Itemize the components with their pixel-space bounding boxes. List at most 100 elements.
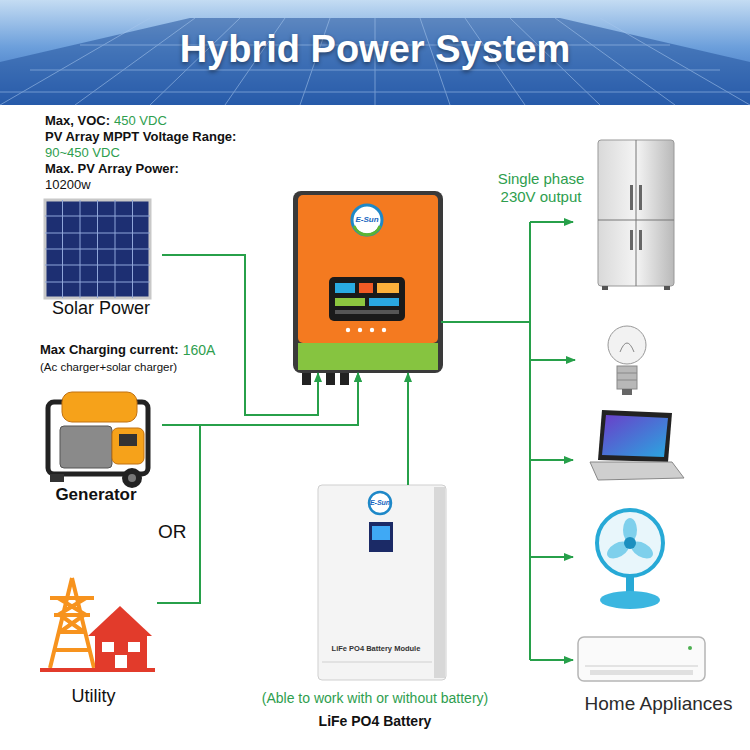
appliance-pictures [636, 220, 637, 286]
banner [0, 18, 750, 105]
appliance-pictures [617, 380, 637, 381]
utility-picture [40, 668, 155, 672]
note-label: (Ac charger+solar charger) [40, 361, 177, 374]
appliance-pictures [630, 185, 633, 210]
appliance-pictures [600, 591, 660, 609]
output-branch-lines [529, 222, 531, 660]
banner [0, 0, 750, 105]
appliance-pictures [622, 389, 632, 395]
utility-picture [40, 578, 155, 672]
power-connector [157, 373, 358, 603]
output-branch-lines [530, 459, 573, 461]
note-label: Max Charging current: [40, 343, 179, 358]
appliance-pictures [664, 286, 670, 290]
generator-picture [62, 392, 137, 422]
banner [0, 0, 750, 105]
inverter-picture [370, 328, 374, 332]
node-text: Utility [30, 686, 157, 707]
inverter-picture [358, 328, 362, 332]
output-branch-lines [530, 659, 573, 661]
appliance-pictures [602, 415, 668, 457]
utility-picture [88, 606, 152, 636]
appliance-pictures [590, 462, 684, 480]
node-text: Solar Power [40, 298, 162, 319]
solar-panel-picture [45, 249, 150, 250]
inverter-picture [359, 283, 373, 293]
inverter-picture [293, 191, 443, 373]
note-label: 450 VDC [114, 114, 167, 129]
power-connector [407, 373, 409, 485]
title-text: Hybrid Power System [0, 28, 750, 72]
battery-picture [369, 522, 393, 552]
output-branch-lines [530, 222, 573, 660]
appliance-pictures [578, 140, 705, 681]
node-text: E-Sun [347, 215, 387, 224]
node-text: E-Sun [360, 499, 400, 507]
solar-panel-picture [45, 200, 150, 298]
utility-node: Utility [30, 570, 157, 710]
appliance-pictures [636, 140, 637, 220]
appliance-pictures [590, 670, 693, 675]
appliance-pictures [598, 410, 672, 462]
solar-panel-picture [45, 200, 150, 298]
inverter-picture [326, 373, 335, 385]
generator-picture [50, 474, 64, 482]
appliance-pictures [624, 537, 636, 549]
inverter-picture [293, 191, 443, 385]
inverter-picture [335, 310, 399, 314]
note-label: LiFe PO4 Battery [210, 713, 540, 729]
generator-picture [48, 392, 148, 488]
power-connector [162, 255, 318, 415]
utility-picture [95, 634, 147, 670]
battery-picture [318, 485, 446, 680]
note-label: OR [158, 521, 187, 543]
note-label: 90~450 VDC [45, 146, 120, 161]
appliance-pictures [626, 576, 634, 592]
note-label: (Able to work with or without battery) [210, 690, 540, 706]
note-label: 10200w [45, 178, 91, 193]
generator-picture [119, 434, 137, 446]
utility-picture [50, 578, 94, 668]
appliance-pictures [597, 510, 663, 576]
generator-picture [60, 426, 112, 468]
note-label: PV Array MPPT Voltage Range: [45, 130, 236, 145]
node-text: Generator [30, 485, 162, 505]
appliance-pictures [639, 185, 642, 210]
solar-panel-picture [45, 200, 150, 298]
inverter-picture [335, 283, 355, 293]
battery-node: E-SunLiFe PO4 Battery Module [318, 485, 446, 680]
inverter-picture [369, 298, 399, 306]
inverter-picture [346, 328, 350, 332]
appliance-pictures [617, 373, 637, 374]
appliance-pictures [630, 230, 633, 250]
output-branch-lines [530, 221, 573, 223]
battery-picture [434, 487, 445, 678]
inverter-picture [298, 343, 438, 370]
note-label: Max, VOC: [45, 114, 110, 129]
solar-panel-picture [45, 265, 150, 266]
utility-picture [102, 642, 114, 652]
inverter-picture [335, 298, 365, 306]
note-label: 160A [183, 342, 216, 358]
appliances-group: Home Appliances [575, 130, 742, 720]
generator-picture [128, 474, 136, 482]
inverter-picture [340, 373, 349, 385]
appliance-pictures [688, 646, 692, 650]
solar-panel-picture [45, 282, 150, 283]
appliance-pictures [585, 666, 698, 667]
inverter-picture [382, 328, 386, 332]
generator-picture [112, 428, 144, 464]
solar-panel-node: Solar Power [40, 195, 162, 325]
power-connector [162, 373, 358, 425]
inverter-picture [298, 195, 438, 343]
banner [0, 18, 750, 105]
output-branch-lines [530, 556, 573, 558]
note-label: Single phase 230V output [486, 170, 596, 205]
battery-picture [318, 485, 446, 680]
inverter-picture [377, 283, 399, 293]
appliance-pictures [598, 140, 674, 286]
battery-picture [322, 662, 432, 663]
